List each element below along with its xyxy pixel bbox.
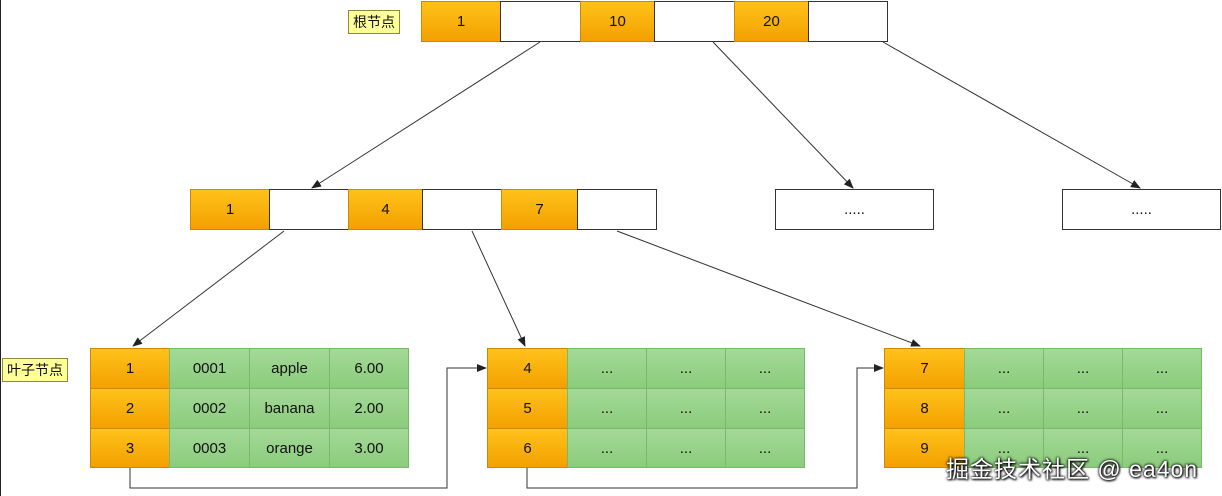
root-pointer-3 bbox=[808, 1, 888, 42]
internal-pointer-3 bbox=[577, 189, 657, 230]
leaf-2-key: 4 bbox=[487, 348, 568, 389]
leaf-2-cell: ... bbox=[725, 428, 805, 468]
leaf-2-cell: ... bbox=[725, 348, 805, 389]
leaf-1-key: 2 bbox=[90, 388, 170, 429]
root-pointer-2 bbox=[654, 1, 735, 42]
leaf-2-cell: ... bbox=[725, 388, 805, 429]
leaf-1-cell: 2.00 bbox=[329, 388, 409, 429]
leaf-3-key: 8 bbox=[884, 388, 965, 429]
placeholder-node-2: ..... bbox=[1062, 189, 1221, 230]
leaf-2-key: 5 bbox=[487, 388, 568, 429]
internal-pointer-2 bbox=[422, 189, 502, 230]
leaf-link-1-to-2 bbox=[129, 364, 487, 489]
edge-root-to-internal bbox=[311, 41, 541, 189]
watermark: 掘金技术社区 @ ea4on bbox=[946, 456, 1199, 482]
leaf-2-cell: ... bbox=[646, 348, 726, 389]
leaf-2-cell: ... bbox=[567, 428, 647, 468]
leaf-1-cell: 3.00 bbox=[329, 428, 409, 468]
root-key-3: 20 bbox=[734, 1, 809, 42]
edge-internal-to-leaf-2 bbox=[471, 230, 526, 347]
leaf-3-cell: ... bbox=[964, 348, 1044, 389]
internal-pointer-1 bbox=[269, 189, 349, 230]
leaf-1-cell: 6.00 bbox=[329, 348, 409, 389]
leaf-link-2-to-3 bbox=[526, 364, 884, 489]
internal-key-3: 7 bbox=[501, 189, 578, 230]
leaf-3-cell: ... bbox=[1122, 348, 1202, 389]
internal-key-2: 4 bbox=[348, 189, 423, 230]
leaf-3-cell: ... bbox=[964, 388, 1044, 429]
edge-root-to-node-2 bbox=[712, 41, 854, 189]
leaf-1-key: 1 bbox=[90, 348, 170, 389]
leaf-1-cell: orange bbox=[249, 428, 330, 468]
root-label: 根节点 bbox=[348, 10, 400, 34]
leaf-3-key: 9 bbox=[884, 428, 965, 468]
leaf-3-cell: ... bbox=[1122, 388, 1202, 429]
internal-key-1: 1 bbox=[190, 189, 270, 230]
edge-internal-to-leaf-3 bbox=[616, 230, 921, 347]
leaf-3-cell: ... bbox=[1043, 428, 1123, 468]
leaf-3-key: 7 bbox=[884, 348, 965, 389]
leaf-1-key: 3 bbox=[90, 428, 170, 468]
leaf-1-cell: banana bbox=[249, 388, 330, 429]
leaf-2-cell: ... bbox=[646, 388, 726, 429]
edge-internal-to-leaf-1 bbox=[132, 230, 285, 347]
leaf-3-cell: ... bbox=[1043, 348, 1123, 389]
leaf-2-cell: ... bbox=[567, 348, 647, 389]
leaf-1-cell: 0002 bbox=[169, 388, 250, 429]
leaf-2-cell: ... bbox=[646, 428, 726, 468]
root-pointer-1 bbox=[500, 1, 581, 42]
placeholder-node-1: ..... bbox=[775, 189, 934, 230]
leaf-1-cell: 0001 bbox=[169, 348, 250, 389]
leaf-label: 叶子节点 bbox=[2, 358, 68, 382]
root-key-2: 10 bbox=[580, 1, 655, 42]
leaf-1-cell: 0003 bbox=[169, 428, 250, 468]
left-border bbox=[0, 0, 1, 496]
leaf-2-cell: ... bbox=[567, 388, 647, 429]
edge-root-to-node-3 bbox=[882, 41, 1141, 189]
leaf-3-cell: ... bbox=[1043, 388, 1123, 429]
leaf-3-cell: ... bbox=[1122, 428, 1202, 468]
root-key-1: 1 bbox=[421, 1, 501, 42]
leaf-1-cell: apple bbox=[249, 348, 330, 389]
leaf-2-key: 6 bbox=[487, 428, 568, 468]
